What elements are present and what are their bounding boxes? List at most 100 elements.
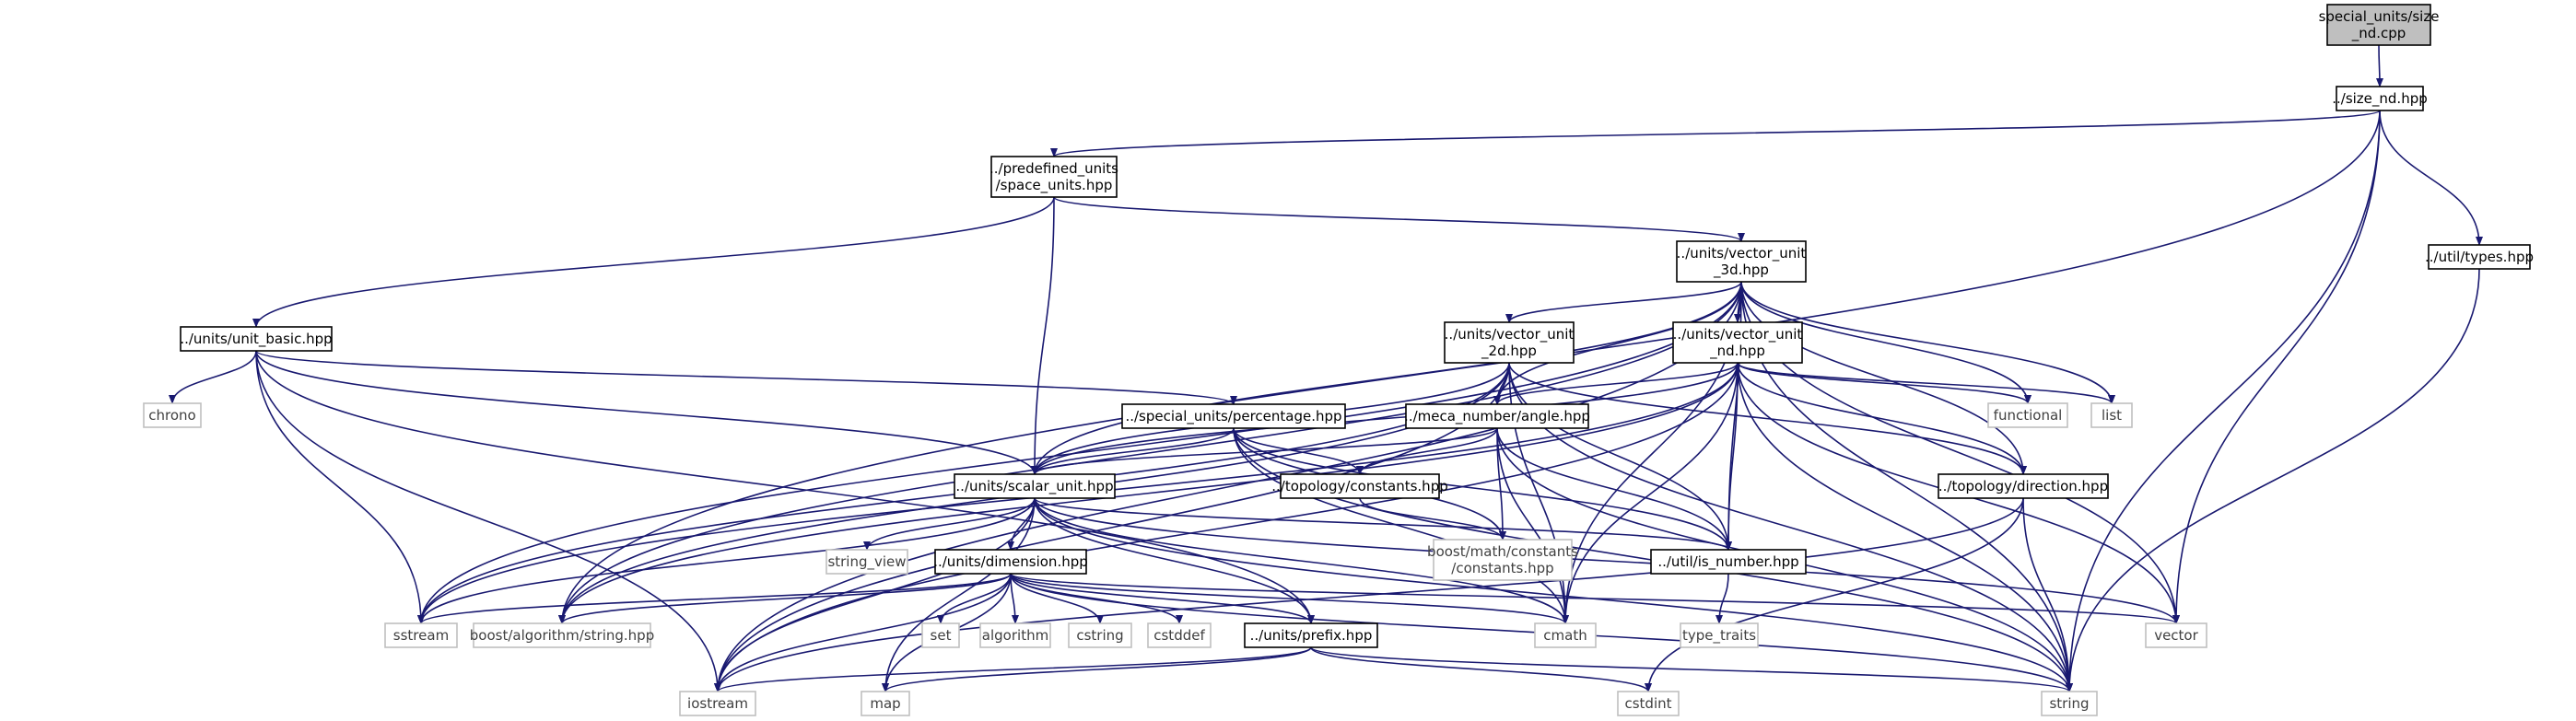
node-label: list: [2102, 407, 2122, 424]
node-percentage[interactable]: ../special_units/percentage.hpp: [1121, 403, 1346, 429]
node-sstream: sstream: [384, 622, 458, 648]
edge-vund-to-boost_alg: [558, 362, 1739, 624]
node-space_units[interactable]: ../predefined_units/space_units.hpp: [989, 156, 1118, 198]
edge-scalar_unit-to-vector: [1034, 497, 2180, 624]
node-label: ../units/vector_unit: [1677, 245, 1807, 262]
node-type_traits: type_traits: [1680, 622, 1759, 648]
node-set: set: [921, 622, 960, 648]
edge-unit_basic-to-percentage: [255, 350, 1237, 405]
edge-unit_basic-to-sstream: [255, 350, 425, 624]
node-box: [979, 622, 1051, 648]
node-box: [1680, 622, 1759, 648]
edge-prefix-to-cstdint: [1310, 646, 1652, 692]
edge-dimension-to-iostream: [714, 573, 1012, 692]
node-label: cstring: [1076, 627, 1123, 644]
node-list: list: [2090, 402, 2133, 428]
edge-vu3d-to-vu2d: [1505, 281, 1742, 323]
node-functional: functional: [1987, 402, 2068, 428]
edge-scalar_unit-to-sstream: [417, 497, 1036, 624]
node-size_nd_cpp[interactable]: special_units/size_nd.cpp: [2319, 4, 2440, 46]
node-box: [1534, 622, 1597, 648]
node-label: boost/algorithm/string.hpp: [470, 627, 654, 644]
edge-scalar_unit-to-cmath: [1034, 497, 1569, 624]
node-label: chrono: [148, 407, 195, 424]
edge-vu2d-to-is_number: [1508, 362, 1732, 551]
node-topo_const[interactable]: ../topology/constants.hpp: [1271, 473, 1448, 499]
edge-direction-to-iostream: [714, 497, 2024, 692]
edge-vund-to-scalar_unit: [1031, 362, 1739, 475]
node-box: [1617, 691, 1680, 716]
node-types[interactable]: ../util/types.hpp: [2425, 244, 2534, 270]
node-label: vector: [2154, 627, 2198, 644]
dependency-nodes: special_units/size_nd.cpp ../size_nd.hpp.…: [143, 4, 2534, 716]
node-label: ../size_nd.hpp: [2332, 90, 2428, 108]
node-label: special_units/size: [2319, 8, 2440, 26]
node-label: ../topology/direction.hpp: [1938, 478, 2108, 494]
node-box: [1444, 321, 1575, 364]
node-label: ../topology/constants.hpp: [1271, 478, 1447, 494]
node-label: set: [931, 627, 952, 644]
node-box: [825, 549, 908, 575]
node-label: /space_units.hpp: [996, 177, 1113, 194]
node-label: cstddef: [1153, 627, 1205, 644]
node-cmath: cmath: [1534, 622, 1597, 648]
node-boost_alg: boost/algorithm/string.hpp: [470, 622, 654, 648]
node-dimension[interactable]: ../units/dimension.hpp: [933, 549, 1088, 575]
node-label: _nd.hpp: [1709, 343, 1765, 360]
edge-size_nd_hpp-to-string: [2066, 110, 2381, 692]
node-is_number[interactable]: ../util/is_number.hpp: [1650, 549, 1807, 575]
edge-vund-to-angle: [1493, 362, 1739, 405]
node-label: ../special_units/percentage.hpp: [1125, 408, 1341, 425]
node-label: string_view: [827, 553, 906, 571]
edge-prefix-to-string: [1310, 646, 2073, 692]
node-string: string: [2041, 691, 2098, 716]
edge-scalar_unit-to-string_view: [863, 497, 1036, 551]
node-label: cstdint: [1624, 695, 1671, 712]
node-prefix[interactable]: ../units/prefix.hpp: [1244, 622, 1378, 648]
edge-prefix-to-map: [882, 646, 1312, 692]
edge-dimension-to-set: [937, 573, 1012, 624]
node-cstring: cstring: [1068, 622, 1132, 648]
node-vund[interactable]: ../units/vector_unit_nd.hpp: [1672, 321, 1803, 364]
node-vu2d[interactable]: ../units/vector_unit_2d.hpp: [1444, 321, 1575, 364]
node-label: boost/math/constants: [1427, 543, 1578, 560]
edge-space_units-to-scalar_unit: [1031, 196, 1055, 475]
edge-vu3d-to-functional: [1740, 281, 2032, 404]
node-angle[interactable]: ../meca_number/angle.hpp: [1404, 403, 1590, 429]
edge-direction-to-cstdint: [1645, 497, 2024, 692]
node-vu3d[interactable]: ../units/vector_unit_3d.hpp: [1676, 240, 1807, 283]
edge-vu3d-to-boost_alg: [558, 281, 1742, 624]
edge-size_nd_hpp-to-space_units: [1050, 110, 2381, 157]
edge-vu3d-to-sstream: [417, 281, 1742, 624]
node-box: [921, 622, 960, 648]
node-label: ../units/vector_unit: [1673, 326, 1803, 343]
node-box: [679, 691, 756, 716]
node-label: ../units/vector_unit: [1445, 326, 1575, 343]
edge-angle-to-scalar_unit: [1031, 427, 1498, 475]
node-label: map: [870, 695, 900, 712]
edge-unit_basic-to-chrono: [169, 350, 257, 404]
node-label: sstream: [393, 627, 449, 644]
edge-scalar_unit-to-prefix: [1034, 497, 1315, 624]
edge-space_units-to-vu3d: [1053, 196, 1745, 242]
node-iostream: iostream: [679, 691, 756, 716]
edge-topo_const-to-boost_math: [1359, 497, 1506, 541]
node-chrono: chrono: [143, 402, 202, 428]
edge-unit_basic-to-scalar_unit: [255, 350, 1038, 475]
node-unit_basic[interactable]: ../units/unit_basic.hpp: [180, 326, 333, 352]
edge-unit_basic-to-iostream: [255, 350, 721, 692]
node-label: ../units/scalar_unit.hpp: [955, 478, 1113, 495]
node-size_nd_hpp[interactable]: ../size_nd.hpp: [2332, 86, 2428, 111]
edge-direction-to-string: [2022, 497, 2073, 692]
edge-vund-to-direction: [1737, 362, 2027, 475]
node-box: [2326, 4, 2431, 46]
node-box: [2428, 244, 2531, 270]
edge-dimension-to-cstring: [1010, 573, 1104, 624]
edge-scalar_unit-to-is_number: [1034, 497, 1732, 551]
node-box: [2090, 402, 2133, 428]
edge-size_nd_hpp-to-vector: [2172, 110, 2381, 624]
node-direction[interactable]: ../topology/direction.hpp: [1938, 473, 2109, 499]
node-box: [1121, 403, 1346, 429]
node-box: [180, 326, 333, 352]
node-scalar_unit[interactable]: ../units/scalar_unit.hpp: [954, 473, 1116, 499]
